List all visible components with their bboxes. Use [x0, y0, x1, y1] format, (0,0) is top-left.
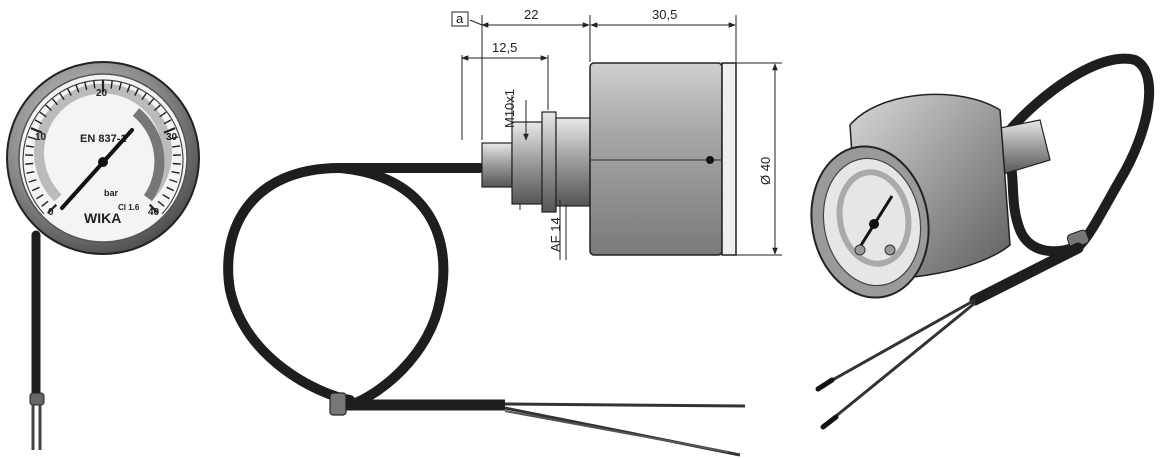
- side-flange: [541, 111, 557, 213]
- iso-view: [810, 53, 1155, 430]
- front-scale-label-30: 30: [166, 132, 178, 143]
- front-scale-tick: [84, 81, 88, 91]
- front-scale-tick: [159, 111, 167, 118]
- front-scale-tick: [163, 119, 172, 125]
- side-callout-label: a: [456, 11, 464, 26]
- front-scale-tick: [28, 178, 37, 183]
- front-scale-tick: [166, 186, 175, 192]
- side-callout-box: [451, 11, 469, 27]
- front-scale-tick: [157, 200, 165, 207]
- front-scale-tick: [45, 104, 53, 111]
- front-pointer: [60, 128, 134, 210]
- side-collar: [555, 117, 591, 207]
- front-unit-label: bar: [104, 188, 119, 198]
- front-class-label: Cl 1.6: [118, 203, 140, 212]
- iso-capillary-loop: [1005, 53, 1155, 250]
- front-scale-tick: [66, 88, 72, 96]
- side-thread: [481, 142, 513, 188]
- front-scale-tick: [26, 170, 35, 174]
- front-scale-tick: [59, 92, 65, 101]
- front-scale-label-10: 10: [35, 132, 47, 143]
- front-scale-arc: [22, 79, 184, 215]
- front-scale-label-20: 20: [96, 88, 108, 99]
- side-view: a 22 30,5 12,5 M10x1 AF 14 Ø 40: [223, 7, 782, 457]
- front-scale-tick: [41, 200, 49, 207]
- front-scale-tick: [31, 186, 40, 192]
- iso-wire-a: [819, 298, 976, 389]
- front-scale-tick: [148, 203, 159, 214]
- front-scale-tick: [34, 119, 43, 125]
- front-view: 0 10 20 30 40 EN 837-1 bar Cl 1.6 WIKA: [6, 61, 200, 450]
- front-scale-band-red: [132, 108, 165, 201]
- side-capillary-loop-inner: [335, 163, 449, 410]
- front-scale-tick: [172, 162, 181, 165]
- iso-cable-sheath: [969, 242, 1084, 306]
- front-scale-tick: [110, 80, 113, 89]
- front-scale-tick: [170, 136, 179, 140]
- front-scale-tick: [147, 98, 155, 106]
- front-capillary-clamp: [29, 392, 45, 406]
- front-scale-ticks: [25, 80, 181, 214]
- front-pointer-hub: [98, 157, 108, 167]
- side-wire-lower-2: [504, 410, 729, 453]
- front-scale-tick: [169, 178, 178, 183]
- side-dim-af: AF 14: [548, 217, 563, 252]
- side-dim-12-5: 12,5: [492, 40, 517, 55]
- front-scale-tick: [25, 145, 34, 148]
- iso-wire-b-tip: [820, 414, 839, 430]
- front-scale-tick: [153, 104, 161, 111]
- front-scale-label-40: 40: [148, 207, 160, 218]
- iso-screw-2: [884, 244, 896, 256]
- front-scale-tick: [39, 111, 47, 118]
- front-scale-tick: [51, 98, 59, 106]
- iso-pointer-hub: [869, 219, 879, 229]
- side-dim-22: 22: [524, 7, 538, 22]
- front-scale-tick: [171, 170, 180, 174]
- front-scale-tick: [163, 127, 176, 134]
- front-scale-tick: [118, 81, 122, 91]
- iso-screw-1: [854, 244, 866, 256]
- side-dim-diameter: Ø 40: [758, 157, 773, 185]
- front-scale-tick: [47, 203, 58, 214]
- front-scale-tick: [162, 193, 170, 200]
- front-capillary-tip: [31, 405, 42, 450]
- iso-wire-b: [824, 301, 976, 427]
- front-scale-tick: [75, 84, 80, 93]
- front-scale-tick: [172, 145, 181, 148]
- side-hex-nut: [511, 121, 543, 205]
- iso-dial-band: [836, 169, 912, 267]
- front-scale-tick: [134, 88, 140, 96]
- front-standard-label: EN 837-1: [80, 133, 126, 145]
- front-brand-label: WIKA: [84, 210, 121, 226]
- side-capillary-loop: [223, 163, 485, 405]
- side-bezel-ring: [721, 62, 737, 256]
- side-dimensions: [461, 15, 782, 260]
- front-scale-label-0: 0: [48, 207, 54, 218]
- front-scale-tick: [93, 80, 96, 89]
- front-scale-tick: [36, 193, 44, 200]
- side-dim-30-5: 30,5: [652, 7, 677, 22]
- front-scale-tick: [27, 136, 36, 140]
- iso-wire-a-tip: [815, 377, 835, 392]
- front-scale-tick: [25, 162, 34, 165]
- front-scale-tick: [30, 127, 43, 134]
- side-case: [589, 62, 723, 256]
- front-scale-tick: [126, 84, 131, 93]
- side-capillary-clamp: [329, 392, 347, 416]
- side-case-dot: [706, 156, 714, 164]
- side-wire-upper: [504, 402, 746, 408]
- front-scale-tick: [141, 92, 147, 101]
- side-dim-thread: M10x1: [502, 89, 517, 128]
